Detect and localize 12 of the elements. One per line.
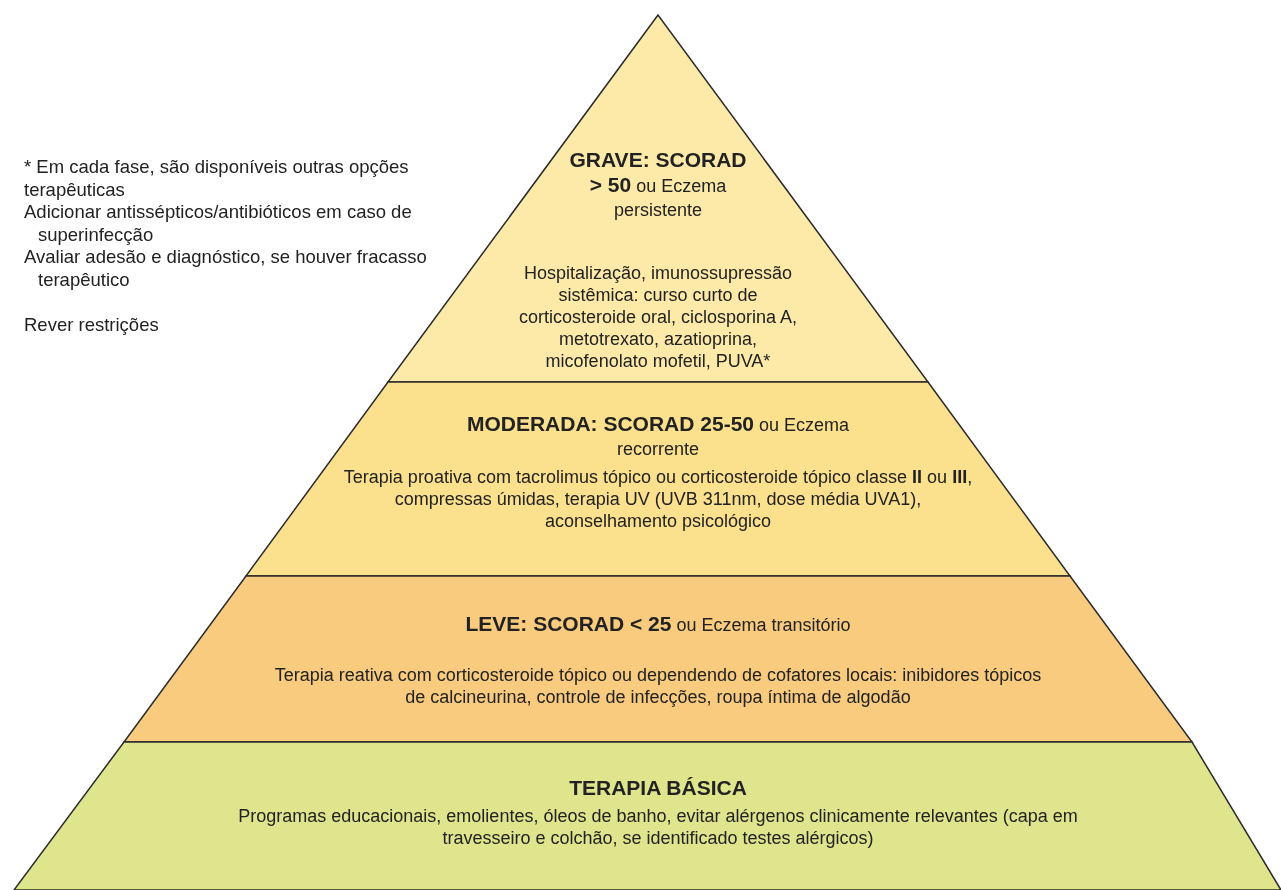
body-text: Programas educacionais, emolientes, óleos de banho, evitar alérgenos clinicamente relevantes (capa em travesseiro e colchão, se identificado testes alérgicos) bbox=[237, 805, 1079, 849]
headline: GRAVE: SCORAD > 50 ou Eczema persistente bbox=[568, 148, 748, 222]
body-text: Terapia proativa com tacrolimus tópico ou corticosteroide tópico classe II ou III, compressas úmidas, terapia UV (UVB 311nm, dose média UVA1), aconselhamento psicológico bbox=[342, 466, 974, 532]
headline: MODERADA: SCORAD 25-50 ou Eczema recorrente bbox=[465, 412, 851, 461]
headline: TERAPIA BÁSICA bbox=[568, 776, 748, 801]
body-text: Terapia reativa com corticosteroide tópico ou dependendo de cofatores locais: inibidores tópicos de calcineurina, controle de infecções, roupa íntima de algodão bbox=[273, 664, 1043, 708]
note-text: Rever restrições bbox=[24, 314, 160, 337]
note-text: Adicionar antissépticos/antibióticos em caso de superinfecção bbox=[24, 201, 413, 246]
headline: LEVE: SCORAD < 25 ou Eczema transitório bbox=[464, 612, 852, 637]
body-text: Hospitalização, imunossupressão sistêmica: curso curto de corticosteroide oral, ciclosporina A, metotrexato, azatioprina, micofenolato mofetil, PUVA* bbox=[517, 262, 799, 372]
note-text: * Em cada fase, são disponíveis outras opções terapêuticas bbox=[24, 156, 410, 201]
note-text: Avaliar adesão e diagnóstico, se houver fracasso terapêutico bbox=[24, 246, 428, 291]
